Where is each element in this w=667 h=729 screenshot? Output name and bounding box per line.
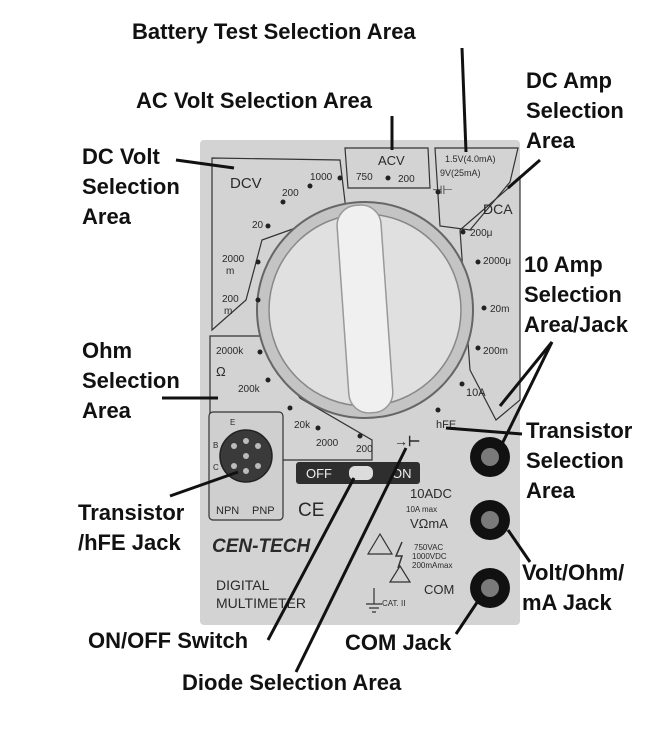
callout-transistor-sel-line3: Area xyxy=(526,478,575,503)
callout-battery-test: Battery Test Selection Area xyxy=(132,19,416,44)
ohm-20k: 20k xyxy=(294,420,311,431)
cat-rating: CAT. II xyxy=(382,599,405,608)
dcv-2000m-b: m xyxy=(226,266,234,277)
jack-vohm-inner xyxy=(481,511,499,529)
dcv-2000m-a: 2000 xyxy=(222,254,245,265)
npn-label: NPN xyxy=(216,505,239,517)
callout-10-amp-line3: Area/Jack xyxy=(524,312,628,337)
jack-com-inner xyxy=(481,579,499,597)
dca-10a: 10A xyxy=(466,387,486,399)
callout-transistor-sel-line1: Transistor xyxy=(526,418,633,443)
callout-transistor-sel-line2: Selection xyxy=(526,448,624,473)
jack-10a-inner xyxy=(481,448,499,466)
dcv-panel xyxy=(211,157,347,332)
jack-com-label: COM xyxy=(424,582,454,597)
callout-transistor-jack-line2: /hFE Jack xyxy=(78,530,181,555)
callout-volt-ohm-line1: Volt/Ohm/ xyxy=(522,560,625,585)
callout-diode: Diode Selection Area xyxy=(182,670,402,695)
jack-10a-max: 10A max xyxy=(406,505,437,514)
dial-position-dots xyxy=(255,175,487,439)
rating-3: 200mAmax xyxy=(412,561,452,570)
rating-2: 1000VDC xyxy=(412,552,447,561)
acv-label: ACV xyxy=(378,153,405,168)
dca-label: DCA xyxy=(483,201,513,217)
acv-panel xyxy=(344,147,431,189)
callout-10-amp-line1: 10 Amp xyxy=(524,252,603,277)
callout-ohm-line1: Ohm xyxy=(82,338,133,363)
callout-on-off-switch: ON/OFF Switch xyxy=(88,628,249,653)
ground-icon xyxy=(366,588,382,613)
diode-symbol: →⊢ xyxy=(394,433,420,449)
jack-10adc-label: 10ADC xyxy=(410,486,452,501)
ohm-2000k: 2000k xyxy=(216,346,244,357)
callout-dc-amp-line3: Area xyxy=(526,128,575,153)
ce-mark: CE xyxy=(298,500,324,521)
dcv-200: 200 xyxy=(282,188,299,199)
dca-200u: 200μ xyxy=(470,228,493,239)
pin-b-label: B xyxy=(213,441,218,450)
callout-ohm-line2: Selection xyxy=(82,368,180,393)
callout-volt-ohm-line2: mA Jack xyxy=(522,590,612,615)
batt-15v: 1.5V(4.0mA) xyxy=(445,154,496,164)
callout-com-jack: COM Jack xyxy=(345,630,452,655)
rating-1: 750VAC xyxy=(414,543,443,552)
dcv-20: 20 xyxy=(252,220,264,231)
dca-2000u: 2000μ xyxy=(483,256,511,267)
brand-logo: CEN-TECH xyxy=(212,536,311,557)
model-line-2: MULTIMETER xyxy=(216,595,306,611)
pnp-label: PNP xyxy=(252,505,275,517)
batt-9v: 9V(25mA) xyxy=(440,168,481,178)
dcv-200m-b: m xyxy=(224,306,232,317)
acv-750: 750 xyxy=(356,172,373,183)
ohm-200: 200 xyxy=(356,444,373,455)
dcv-1000: 1000 xyxy=(310,172,333,183)
pin-e-label: E xyxy=(230,418,235,427)
high-voltage-icon xyxy=(394,541,404,569)
ohm-2000: 2000 xyxy=(316,438,339,449)
callout-10-amp-line2: Selection xyxy=(524,282,622,307)
jack-vohm-label: VΩmA xyxy=(410,516,448,531)
batt-symbol: ⊣⊢ xyxy=(432,183,453,197)
callout-dc-volt-line2: Selection xyxy=(82,174,180,199)
warning-triangle-icon xyxy=(366,532,394,555)
switch-slider[interactable] xyxy=(349,466,373,480)
leader-lines xyxy=(162,47,554,673)
battery-panel xyxy=(434,147,519,231)
transistor-socket-pins xyxy=(231,438,261,474)
ohm-200k: 200k xyxy=(238,384,261,395)
dcv-200m-a: 200 xyxy=(222,294,239,305)
off-label: OFF xyxy=(306,466,332,481)
model-line-1: DIGITAL xyxy=(216,577,270,593)
dca-200m: 200m xyxy=(483,346,508,357)
callout-dc-amp-line1: DC Amp xyxy=(526,68,612,93)
callout-dc-volt-line1: DC Volt xyxy=(82,144,160,169)
callout-ac-volt: AC Volt Selection Area xyxy=(136,88,372,113)
callout-transistor-jack-line1: Transistor xyxy=(78,500,185,525)
dca-20m: 20m xyxy=(490,304,509,315)
dcv-label: DCV xyxy=(230,175,262,192)
ohm-symbol: Ω xyxy=(216,364,226,379)
pin-c-label: C xyxy=(213,463,219,472)
callout-dc-amp-line2: Selection xyxy=(526,98,624,123)
callout-dc-volt-line3: Area xyxy=(82,204,131,229)
rotary-dial-knob[interactable] xyxy=(336,204,394,415)
acv-200: 200 xyxy=(398,174,415,185)
dca-panel xyxy=(459,176,521,421)
callout-ohm-line3: Area xyxy=(82,398,131,423)
warning-triangle-icon-2 xyxy=(388,564,412,583)
